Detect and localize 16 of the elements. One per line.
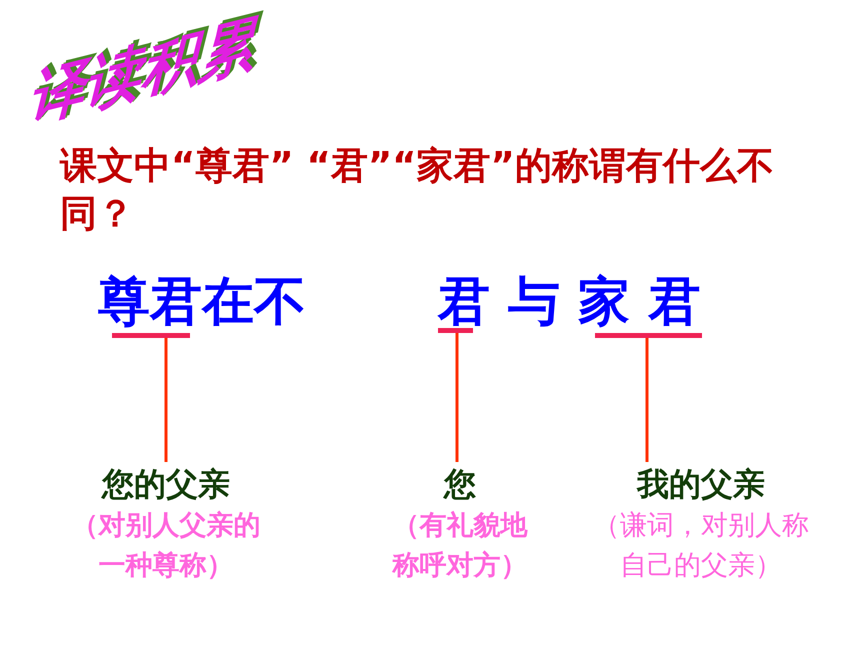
underline-bar	[112, 333, 190, 338]
meaning-heading: 您	[444, 464, 476, 505]
meaning-heading: 您的父亲	[102, 464, 230, 505]
connector-line	[164, 338, 168, 462]
question-text: 课文中“尊君” “君”“家君”的称谓有什么不同？	[60, 143, 775, 237]
phrase-text: 君 与 家 君	[438, 272, 700, 332]
connector-line	[646, 338, 648, 462]
phrase-text: 尊君在不	[98, 272, 306, 332]
meaning-note: （谦词，对别人称自己的父亲）	[592, 509, 810, 583]
underline-bar	[438, 328, 473, 333]
meaning-heading: 我的父亲	[637, 464, 765, 505]
meaning-note: （有礼貌地称呼对方）	[391, 509, 529, 583]
wordart-title: 译读积累	[24, 6, 268, 134]
underline-bar	[595, 333, 702, 338]
connector-line	[456, 333, 458, 462]
meaning-note: （对别人父亲的一种尊称）	[70, 509, 262, 583]
